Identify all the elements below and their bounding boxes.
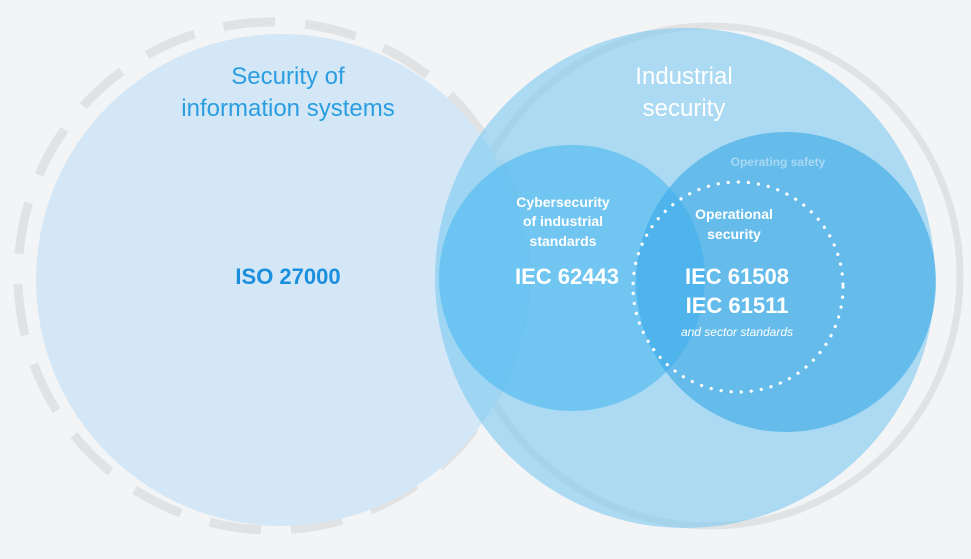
operating-safety-circle <box>636 132 936 432</box>
information-systems-title-line2: information systems <box>181 95 394 122</box>
cybersecurity-label-line2: of industrial <box>523 213 603 229</box>
operational-security-label-line2: security <box>707 226 761 242</box>
operational-security-label-line1: Operational <box>695 206 773 222</box>
operational-security-dotted-ring <box>631 180 845 394</box>
sector-standards-note: and sector standards <box>681 325 793 339</box>
cybersecurity-label-line3: standards <box>530 233 597 249</box>
industrial-security-title-line2: security <box>643 95 726 122</box>
information-systems-circle <box>36 34 528 526</box>
iec-61511-label: IEC 61511 <box>686 293 789 318</box>
cybersecurity-label-line1: Cybersecurity <box>516 194 610 210</box>
iso-27000-label: ISO 27000 <box>235 264 340 289</box>
iec-62443-label: IEC 62443 <box>515 264 619 289</box>
cybersecurity-circle <box>439 145 705 411</box>
information-systems-title-line1: Security of <box>231 63 345 90</box>
industrial-security-title-line1: Industrial <box>635 63 732 90</box>
operating-safety-label: Operating safety <box>731 155 826 169</box>
iec-61508-label: IEC 61508 <box>685 264 789 289</box>
